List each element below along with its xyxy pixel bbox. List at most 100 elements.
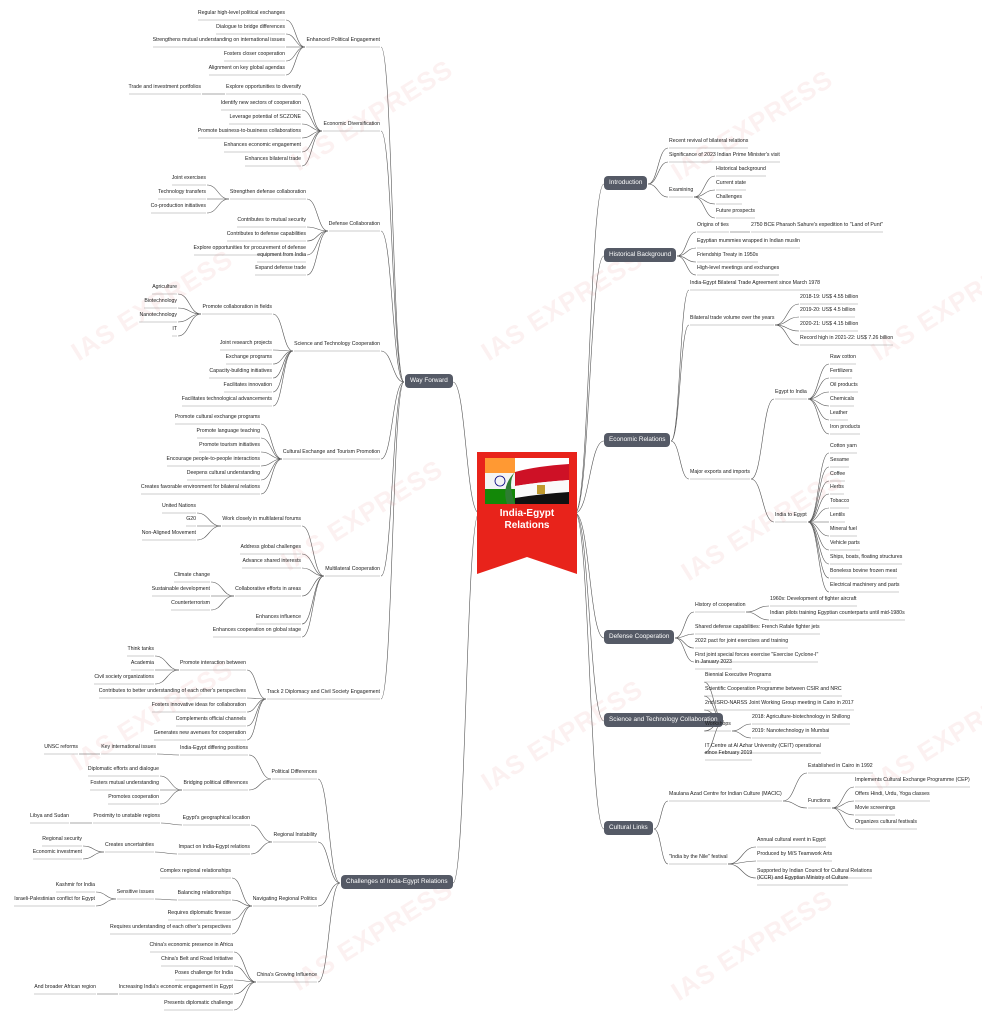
node-c1b4: Organizes cultural festivals (855, 819, 917, 825)
node-w4c: Exchange programs (225, 354, 272, 360)
node-e3a2: Fertilizers (830, 368, 853, 374)
node-e3a5: Leather (830, 410, 848, 416)
node-w5a: Promote cultural exchange programs (174, 414, 260, 420)
connector-x3b2 (95, 891, 117, 900)
connector-w3d (306, 230, 329, 256)
node-d2: Shared defense capabilities: French Rafa… (695, 624, 820, 630)
node-w6a1: United Nations (161, 503, 196, 509)
connector-w5b (260, 437, 283, 460)
connector-h1 (676, 231, 697, 257)
node-w2e: Enhances economic engagement (224, 142, 301, 148)
node-x4a: China's economic presence in Africa (149, 942, 233, 948)
node-e3b2: Sesame (830, 457, 850, 463)
connector-w1 (380, 46, 405, 383)
connector-i2 (647, 161, 669, 185)
node-w7a3: Civil society organizations (94, 674, 154, 680)
node-x1b2: Fosters mutual understanding (90, 780, 159, 786)
connector-s4a (731, 723, 752, 732)
node-x1: Political Differences (271, 769, 317, 775)
node-w2d: Promote business-to-business collaborati… (197, 128, 301, 134)
node-x3a: Complex regional relationships (160, 868, 231, 874)
node-w3a2: Technology transfers (158, 189, 206, 195)
node-w6c: Advance shared interests (242, 558, 301, 564)
connector-w4a4 (177, 313, 202, 337)
connector-w1d (285, 46, 306, 62)
node-e3b4: Herbs (830, 484, 844, 490)
node-w4: Science and Technology Cooperation (294, 341, 380, 347)
node-w6a3: Non-Aligned Movement (141, 530, 196, 536)
node-e1: India-Egypt Bilateral Trade Agreement si… (690, 280, 821, 286)
node-w4f: Facilitates technological advancements (181, 396, 272, 402)
node-x2: Regional Instability (273, 832, 317, 838)
connector-w7c (246, 698, 267, 713)
node-x3: Navigating Regional Politics (252, 896, 317, 902)
connector-e1 (670, 289, 690, 442)
connector-x3b3 (95, 898, 117, 907)
node-w3: Defense Collaboration (328, 221, 380, 227)
node-s4a: 2018: Agriculture-biotechnology in Shill… (752, 714, 851, 720)
node-i3b: Current state (716, 180, 746, 186)
node-e2: Bilateral trade volume over the years (690, 315, 775, 321)
node-x1b: Bridging political differences (183, 780, 249, 786)
connector-c2c (727, 863, 757, 879)
node-w3b: Contributes to mutual security (237, 217, 306, 223)
connector-x1b (248, 778, 272, 791)
connector-e3b5 (807, 507, 830, 523)
connector-c2 (653, 828, 669, 865)
node-i3c: Challenges (716, 194, 742, 200)
connector-w5f (260, 458, 283, 495)
connector-w6c (301, 567, 325, 577)
connector-x3 (317, 882, 341, 907)
connector-e2a (774, 303, 800, 326)
connector-e3b2 (807, 466, 830, 523)
node-w2a: Explore opportunities to diversify (226, 84, 301, 90)
connector-w4a3 (177, 313, 202, 323)
node-e3b1: Cotton yarn (830, 443, 857, 449)
connector-i3a (693, 175, 716, 198)
node-x4c: Poses challenge for India (174, 970, 233, 976)
node-x4: China's Growing Influence (256, 972, 317, 978)
connector-w3a3 (206, 198, 230, 214)
node-c1b1: Implements Cultural Exchange Programme (… (855, 777, 970, 783)
node-w5f: Creates favorable environment for bilate… (140, 484, 260, 490)
connector-w6 (380, 381, 405, 577)
node-w7: Track 2 Diplomacy and Civil Society Enga… (266, 689, 380, 695)
node-x2a1: Proximity to unstable regions (93, 813, 160, 819)
node-x2a2: Libya and Sudan (30, 813, 69, 819)
node-e3b10: Boneless bovine frozen meat (830, 568, 897, 574)
central-title-line1: India-Egypt (499, 508, 555, 519)
node-w2f: Enhances bilateral trade (245, 156, 301, 162)
node-w3c: Contributes to defense capabilities (226, 231, 306, 237)
node-e3b7: Mineral fuel (830, 526, 857, 532)
connector-w4d (272, 350, 294, 379)
connector-w5c (260, 451, 283, 460)
node-x3b: Balancing relationships (177, 890, 231, 896)
node-w3d2: equipment from India (257, 252, 306, 258)
node-x3b3: Israeli-Palestinian conflict for Egypt (14, 896, 95, 902)
connector-x1b1 (159, 775, 183, 791)
connector-i3d (693, 196, 716, 219)
branch-way-forward: Way Forward (405, 374, 453, 388)
node-d1: History of cooperation (695, 602, 746, 608)
connector-d1b (745, 611, 770, 621)
node-w5: Cultural Exchange and Tourism Promotion (282, 449, 380, 455)
connector-w6a (301, 525, 325, 577)
connector-w4a2 (177, 307, 202, 315)
node-w6d1: Climate change (173, 572, 210, 578)
connector-w4 (380, 350, 405, 383)
connector-w7d (246, 698, 267, 727)
node-w6e: Enhances influence (255, 614, 301, 620)
node-w7b: Contributes to better understanding of e… (98, 688, 246, 694)
connector-x4e (233, 981, 257, 1011)
node-w6a: Work closely in multilateral forums (222, 516, 301, 522)
connector-x3c (231, 905, 253, 921)
connector-x3a (231, 877, 253, 907)
node-w6: Multilateral Cooperation (325, 566, 380, 572)
node-i1: Recent revival of bilateral relations (669, 138, 749, 144)
node-c2c2: (ICCR) and Egyptian Ministry of Culture (757, 875, 849, 881)
node-w1c: Strengthens mutual understanding on inte… (152, 37, 285, 43)
connector-x4a (233, 951, 257, 983)
node-w3e: Expand defense trade (255, 265, 306, 271)
connector-e3b4 (807, 493, 830, 523)
connector-c1a (782, 772, 808, 802)
